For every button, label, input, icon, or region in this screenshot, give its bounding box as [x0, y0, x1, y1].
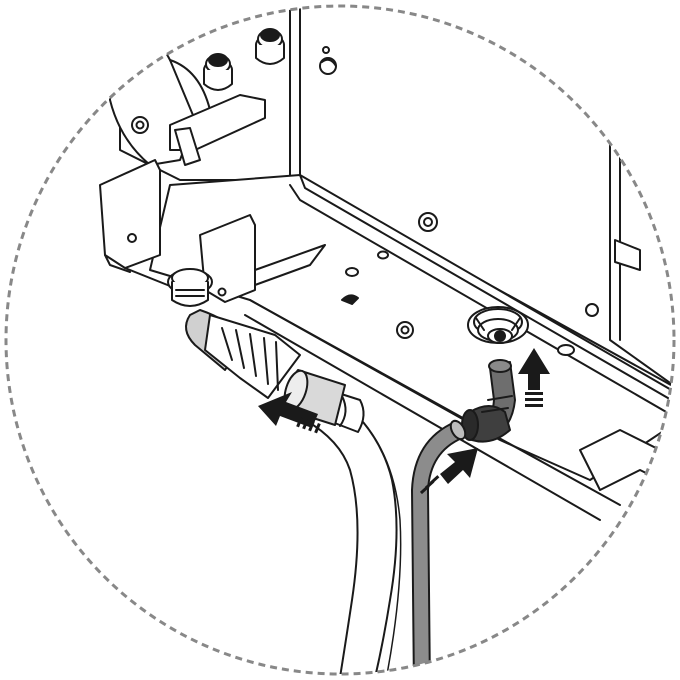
push-arrow-up: [518, 348, 550, 407]
valve-fitting: [255, 28, 285, 65]
detail-circle-border: [4, 4, 676, 676]
push-arrow-left: [258, 392, 321, 434]
valve-fitting: [203, 53, 233, 91]
mounting-bracket: [199, 214, 326, 303]
drain-connector: [167, 268, 213, 307]
spigot-fitting: [185, 309, 301, 399]
drain-outlet: [467, 306, 529, 344]
push-arrow-diagonal: [419, 448, 478, 495]
elbow-fitting: [461, 359, 516, 443]
